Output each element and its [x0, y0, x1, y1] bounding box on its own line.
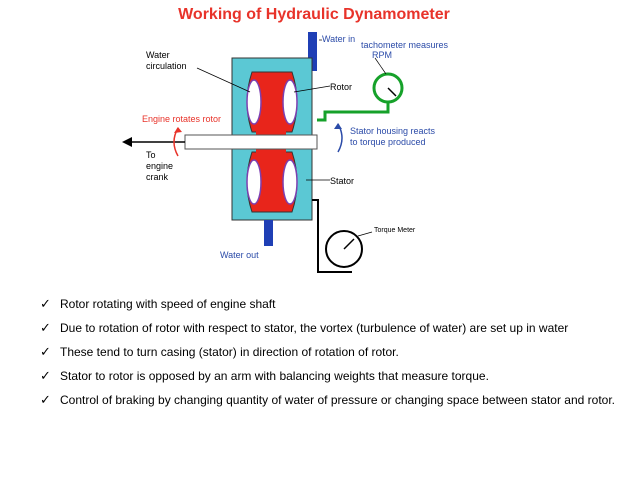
- water-inlet-pipe: [308, 32, 317, 70]
- label-water-circulation-line1: Water: [146, 50, 170, 60]
- bullet-item: ✓ Stator to rotor is opposed by an arm wi…: [40, 364, 630, 388]
- water-outlet-pipe: [264, 220, 273, 246]
- label-stator-housing-line2: to torque produced: [350, 137, 426, 147]
- circulation-oval-upper-right: [282, 79, 298, 125]
- bullet-text: Rotor rotating with speed of engine shaf…: [60, 297, 276, 311]
- bullet-item: ✓ Control of braking by changing quantity…: [40, 388, 630, 412]
- bullet-list: ✓ Rotor rotating with speed of engine sha…: [40, 292, 630, 412]
- shaft: [184, 134, 318, 150]
- label-rotor: Rotor: [330, 82, 352, 92]
- tachometer-linkage: [317, 103, 390, 122]
- leader-rotor: [293, 85, 331, 93]
- label-water-out: Water out: [220, 250, 259, 260]
- bullet-item: ✓ Rotor rotating with speed of engine sha…: [40, 292, 630, 316]
- leader-tachometer: [374, 57, 387, 75]
- bullet-text: These tend to turn casing (stator) in di…: [60, 345, 399, 359]
- label-stator-housing-line1: Stator housing reacts: [350, 126, 436, 136]
- engine-rotates-arrowhead: [174, 127, 182, 133]
- label-water-in: Water in: [322, 34, 355, 44]
- label-water-circulation-line2: circulation: [146, 61, 187, 71]
- label-to-engine-line2: engine: [146, 161, 173, 171]
- leader-water-circulation: [196, 67, 251, 93]
- bullet-item: ✓ These tend to turn casing (stator) in d…: [40, 340, 630, 364]
- hydraulic-dynamometer-diagram: Water in tachometer measures RPM Water c…: [122, 32, 449, 273]
- label-torque-meter: Torque Meter: [374, 227, 416, 234]
- checkmark-icon: ✓: [40, 296, 51, 311]
- label-stator: Stator: [330, 176, 354, 186]
- bullet-text: Control of braking by changing quantity …: [60, 393, 615, 407]
- page-title: Working of Hydraulic Dynamometer: [178, 6, 450, 23]
- label-tachometer-line2: RPM: [372, 50, 392, 60]
- tachometer-needle: [387, 87, 397, 97]
- leader-torque-meter: [357, 231, 373, 237]
- label-to-engine-line3: crank: [146, 172, 169, 182]
- bullet-text: Due to rotation of rotor with respect to…: [60, 321, 569, 335]
- circulation-oval-lower-left: [246, 159, 262, 205]
- to-engine-arrowhead: [122, 137, 132, 147]
- label-tachometer-line1: tachometer measures: [361, 40, 449, 50]
- circulation-oval-upper-left: [246, 79, 262, 125]
- label-engine-rotates-rotor: Engine rotates rotor: [142, 114, 221, 124]
- circulation-oval-lower-right: [282, 159, 298, 205]
- checkmark-icon: ✓: [40, 320, 51, 335]
- checkmark-icon: ✓: [40, 368, 51, 383]
- torque-arm: [312, 199, 352, 273]
- bullet-item: ✓ Due to rotation of rotor with respect t…: [40, 316, 630, 340]
- checkmark-icon: ✓: [40, 392, 51, 407]
- stator-reacts-arrowhead: [334, 123, 342, 129]
- checkmark-icon: ✓: [40, 344, 51, 359]
- bullet-text: Stator to rotor is opposed by an arm wit…: [60, 369, 489, 383]
- label-to-engine-line1: To: [146, 150, 156, 160]
- torque-meter-needle: [343, 238, 355, 250]
